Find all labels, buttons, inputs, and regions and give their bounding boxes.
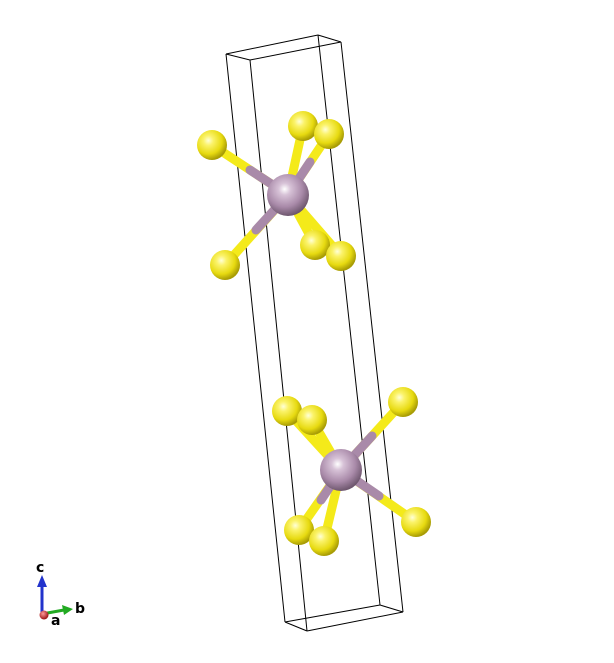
- cell-edge: [284, 621, 308, 632]
- cell-edge: [340, 41, 404, 613]
- ligand-atom: [309, 526, 339, 556]
- ligand-atom: [272, 396, 302, 426]
- axis-indicator: c b a: [36, 560, 85, 629]
- cell-edge: [225, 53, 286, 623]
- ligand-atom: [388, 387, 418, 417]
- cell-edge: [225, 34, 319, 55]
- cell-edge: [379, 604, 404, 613]
- cell-edge: [317, 34, 342, 43]
- cell-edge: [225, 53, 251, 61]
- ligand-atom: [297, 405, 327, 435]
- cell-edge: [306, 611, 404, 632]
- ligand-atom: [210, 250, 240, 280]
- upper-octahedron: [197, 111, 356, 280]
- metal-atom: [267, 174, 309, 216]
- a-axis-label: a: [51, 613, 60, 629]
- ligand-atom: [326, 241, 356, 271]
- ligand-atom: [284, 515, 314, 545]
- lower-octahedron: [272, 387, 431, 556]
- ligand-atom: [197, 130, 227, 160]
- ligand-atom: [401, 507, 431, 537]
- ligand-atom: [314, 119, 344, 149]
- b-axis-arrowhead: [62, 605, 73, 615]
- cell-edge: [249, 41, 342, 61]
- c-axis-arrowhead: [37, 575, 47, 587]
- ligand-atom: [288, 111, 318, 141]
- metal-atom: [320, 449, 362, 491]
- b-axis-label: b: [75, 601, 85, 617]
- ligand-atom: [300, 230, 330, 260]
- a-axis-arrow: [39, 610, 49, 620]
- c-axis-label: c: [36, 560, 44, 576]
- cell-edge: [284, 604, 381, 623]
